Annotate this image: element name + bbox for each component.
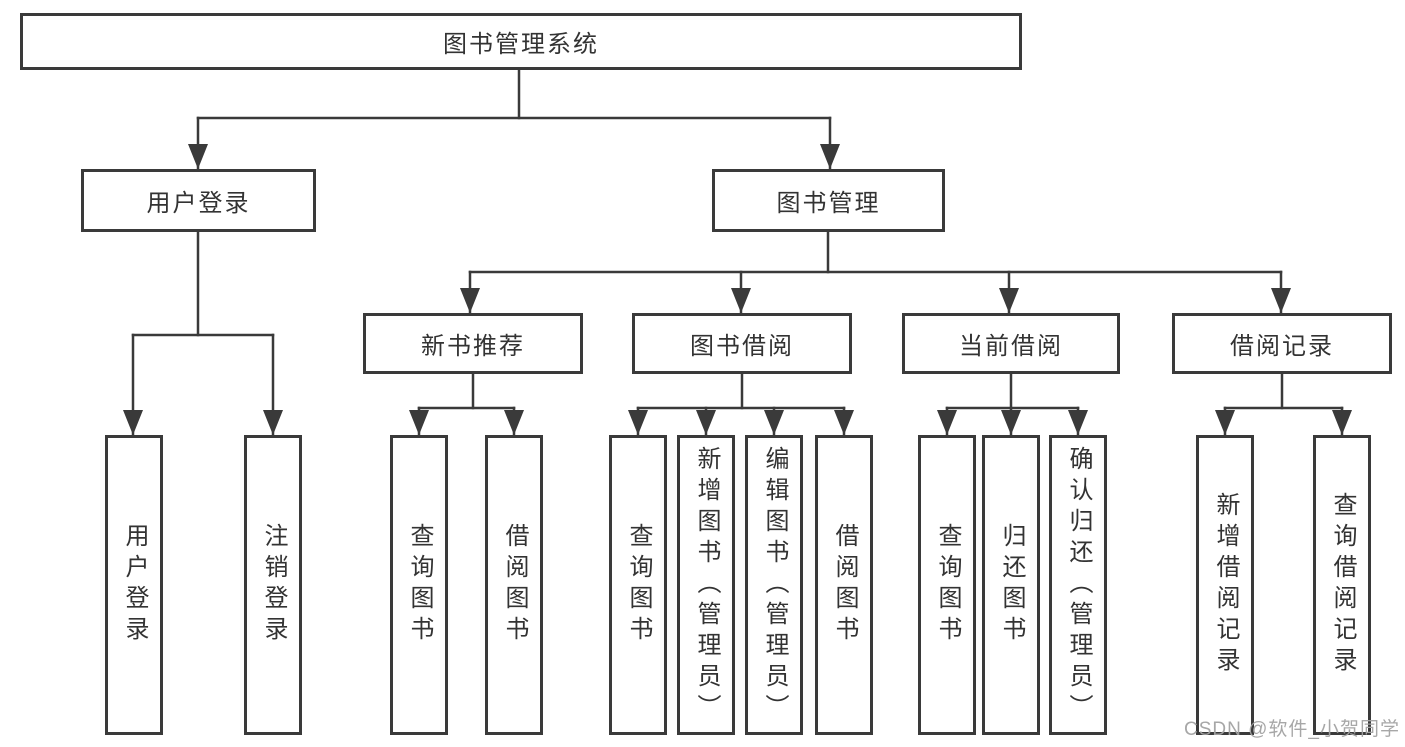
node-root: 图书管理系统 [20,13,1022,70]
leaf-return-book: 归还图书 [982,435,1040,735]
node-current-borrowing: 当前借阅 [902,313,1120,374]
node-current-borrowing-label: 当前借阅 [959,333,1063,360]
leaf-borrow-book-recommend-label: 借阅图书 [501,523,528,647]
leaf-add-borrow-record: 新增借阅记录 [1196,435,1254,735]
leaf-query-book-recommend: 查询图书 [390,435,448,735]
leaf-query-borrow-record-label: 查询借阅记录 [1329,492,1356,678]
node-new-book-recommend-label: 新书推荐 [421,333,525,360]
leaf-add-book-admin: 新增图书（管理员） [677,435,735,735]
leaf-query-book-current: 查询图书 [918,435,976,735]
leaf-borrow-book-label: 借阅图书 [831,523,858,647]
node-book-borrowing-label: 图书借阅 [690,333,794,360]
leaf-confirm-return-admin: 确认归还（管理员） [1049,435,1107,735]
node-borrow-records-label: 借阅记录 [1230,333,1334,360]
leaf-return-book-label: 归还图书 [998,523,1025,647]
leaf-query-book-recommend-label: 查询图书 [406,523,433,647]
leaf-query-book-borrowing: 查询图书 [609,435,667,735]
leaf-user-login: 用户登录 [105,435,163,735]
node-root-label: 图书管理系统 [443,31,599,58]
leaf-query-book-borrowing-label: 查询图书 [625,523,652,647]
leaf-user-login-label: 用户登录 [121,523,148,647]
node-new-book-recommend: 新书推荐 [363,313,583,374]
leaf-borrow-book-recommend: 借阅图书 [485,435,543,735]
leaf-add-borrow-record-label: 新增借阅记录 [1212,492,1239,678]
node-borrow-records: 借阅记录 [1172,313,1392,374]
leaf-query-book-current-label: 查询图书 [934,523,961,647]
leaf-logout: 注销登录 [244,435,302,735]
leaf-confirm-return-admin-label: 确认归还（管理员） [1065,445,1092,725]
node-book-management-label: 图书管理 [776,190,881,217]
node-user-login-label: 用户登录 [146,190,251,217]
leaf-add-book-admin-label: 新增图书（管理员） [693,445,720,725]
node-book-borrowing: 图书借阅 [632,313,852,374]
leaf-borrow-book: 借阅图书 [815,435,873,735]
node-book-management: 图书管理 [712,169,945,232]
leaf-edit-book-admin-label: 编辑图书（管理员） [761,445,788,725]
node-user-login: 用户登录 [81,169,316,232]
leaf-query-borrow-record: 查询借阅记录 [1313,435,1371,735]
leaf-edit-book-admin: 编辑图书（管理员） [745,435,803,735]
leaf-logout-label: 注销登录 [260,523,287,647]
csdn-watermark: CSDN @软件_小贺同学 [1184,719,1400,740]
